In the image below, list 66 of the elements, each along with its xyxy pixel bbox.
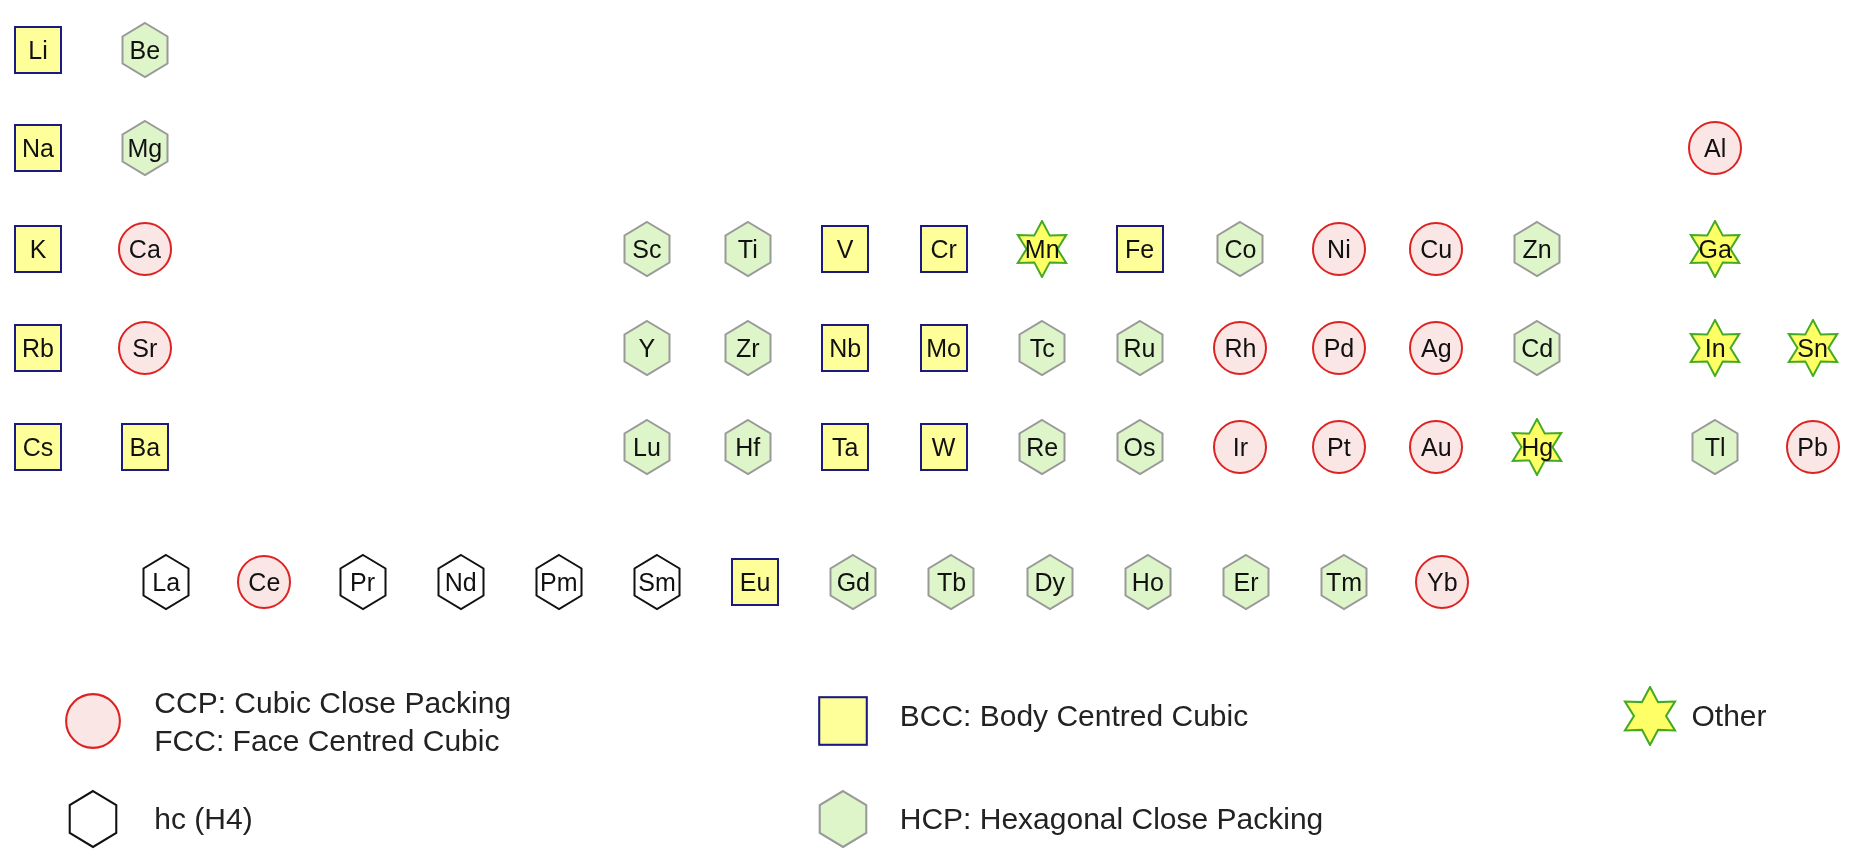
element-symbol: Zn — [1522, 236, 1552, 262]
legend-label: Other — [1691, 700, 1767, 731]
element-symbol: Y — [638, 335, 656, 361]
element-symbol: Ti — [737, 236, 758, 262]
element-symbol: Pb — [1797, 435, 1828, 460]
legend-label: FCC: Face Centred Cubic — [154, 725, 500, 756]
element-symbol: V — [836, 236, 854, 262]
element-symbol: Sn — [1797, 335, 1828, 361]
element-symbol: In — [1704, 335, 1726, 361]
element-symbol: Li — [28, 37, 48, 63]
element-symbol: Rb — [22, 335, 54, 361]
element-symbol: Pr — [350, 569, 375, 595]
element-symbol: Lu — [633, 435, 661, 460]
element-symbol: Sr — [132, 335, 158, 361]
element-symbol: Tb — [936, 569, 967, 595]
legend-label: BCC: Body Centred Cubic — [899, 700, 1249, 731]
element-symbol: Mn — [1024, 236, 1060, 262]
element-symbol: Ni — [1327, 236, 1351, 262]
element-symbol: Eu — [739, 569, 771, 595]
element-symbol: Er — [1233, 569, 1259, 595]
element-symbol: Hg — [1521, 435, 1554, 460]
element-symbol: Dy — [1034, 569, 1065, 595]
element-symbol: Yb — [1427, 569, 1458, 595]
element-symbol: Tc — [1029, 335, 1055, 361]
element-symbol: Pt — [1327, 435, 1351, 460]
element-symbol: Tm — [1326, 569, 1363, 595]
element-symbol: K — [29, 236, 47, 262]
element-symbol: Zr — [736, 335, 760, 361]
legend-label: hc (H4) — [154, 804, 253, 834]
element-symbol: Au — [1420, 435, 1452, 460]
element-symbol: Be — [129, 37, 161, 63]
element-symbol: La — [152, 569, 181, 595]
element-symbol: Al — [1704, 135, 1727, 161]
element-symbol: Sc — [632, 236, 662, 262]
legend-label: CCP: Cubic Close Packing — [154, 687, 512, 718]
element-symbol: Nd — [444, 569, 477, 595]
element-symbol: Ta — [831, 435, 859, 460]
element-symbol: Cd — [1521, 335, 1554, 361]
element-symbol: Co — [1224, 236, 1257, 262]
element-symbol: Pm — [540, 569, 578, 595]
legend-label: HCP: Hexagonal Close Packing — [899, 804, 1324, 834]
element-symbol: Rh — [1224, 335, 1257, 361]
element-symbol: Fe — [1124, 236, 1155, 262]
element-symbol: W — [931, 435, 956, 460]
element-symbol: Pd — [1323, 335, 1355, 361]
element-symbol: Tl — [1704, 435, 1726, 460]
element-symbol: Os — [1123, 435, 1156, 460]
element-symbol: Gd — [836, 569, 870, 595]
element-symbol: Ga — [1698, 236, 1732, 262]
element-symbol: Mg — [127, 135, 163, 161]
element-symbol: Na — [22, 135, 54, 161]
element-symbol: Cr — [930, 236, 957, 262]
element-symbol: Ru — [1123, 335, 1156, 361]
element-symbol: Ce — [248, 569, 281, 595]
element-symbol: Nb — [829, 335, 862, 361]
element-symbol: Hf — [735, 435, 761, 460]
element-symbol: Cs — [22, 435, 54, 460]
element-symbol: Ca — [128, 236, 161, 262]
element-symbol: Ir — [1232, 435, 1249, 460]
element-symbol: Sm — [638, 569, 676, 595]
element-symbol: Cu — [1420, 236, 1453, 262]
element-symbol: Ag — [1420, 335, 1452, 361]
element-symbol: Ba — [129, 435, 161, 460]
element-symbol: Mo — [926, 335, 961, 361]
element-symbol: Re — [1026, 435, 1059, 460]
element-symbol: Ho — [1131, 569, 1164, 595]
